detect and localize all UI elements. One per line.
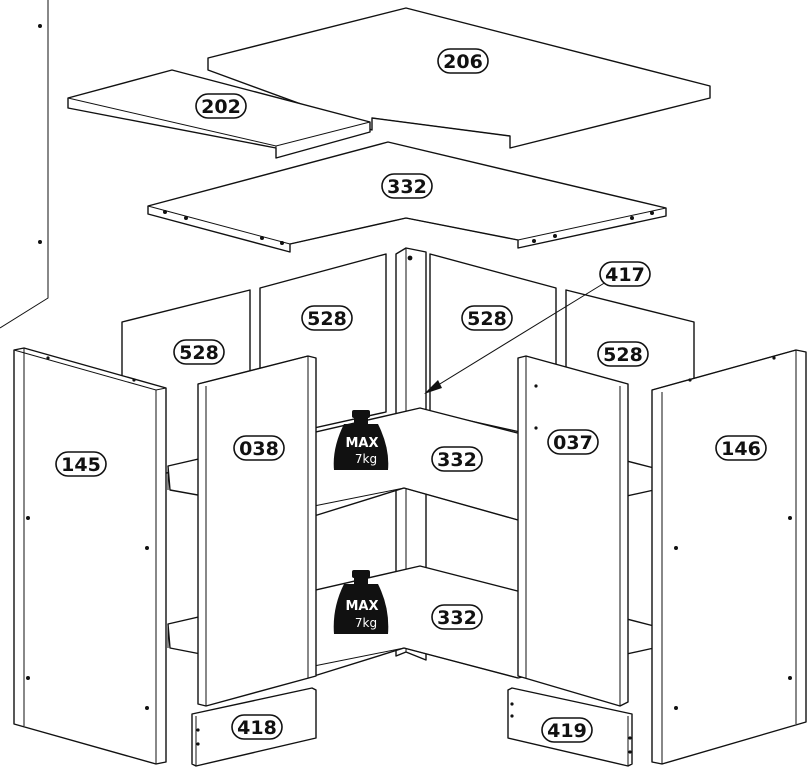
- weight-load-upper: 7kg: [355, 452, 377, 466]
- label-206: 206: [437, 48, 489, 74]
- svg-text:332: 332: [437, 449, 477, 471]
- label-202: 202: [195, 93, 247, 119]
- svg-text:417: 417: [605, 264, 645, 286]
- svg-text:332: 332: [437, 607, 477, 629]
- svg-text:332: 332: [387, 176, 427, 198]
- label-418: 418: [231, 714, 283, 740]
- svg-text:528: 528: [307, 308, 347, 330]
- weight-max-upper: MAX: [345, 436, 378, 451]
- label-417: 417: [599, 261, 651, 287]
- svg-text:145: 145: [61, 454, 101, 476]
- panel-038: [197, 355, 317, 707]
- label-332-top: 332: [381, 173, 433, 199]
- weight-icon: MAX 7kg: [333, 570, 389, 634]
- svg-text:528: 528: [179, 342, 219, 364]
- svg-text:202: 202: [201, 96, 241, 118]
- weight-icon: MAX 7kg: [333, 410, 389, 470]
- label-419: 419: [541, 717, 593, 743]
- svg-text:528: 528: [467, 308, 507, 330]
- label-332-mid: 332: [431, 446, 483, 472]
- label-037: 037: [547, 429, 599, 455]
- label-528-b: 528: [301, 305, 353, 331]
- svg-text:037: 037: [553, 432, 593, 454]
- weight-max-lower: MAX: [345, 599, 378, 614]
- weight-load-lower: 7kg: [355, 616, 377, 630]
- svg-text:419: 419: [547, 720, 587, 742]
- wall-left: [0, 0, 49, 329]
- panel-146: [651, 349, 807, 765]
- label-332-low: 332: [431, 604, 483, 630]
- label-038: 038: [233, 435, 285, 461]
- label-146: 146: [715, 435, 767, 461]
- svg-text:528: 528: [603, 344, 643, 366]
- label-528-a: 528: [173, 339, 225, 365]
- label-145: 145: [55, 451, 107, 477]
- svg-text:418: 418: [237, 717, 277, 739]
- label-528-d: 528: [597, 341, 649, 367]
- panel-037: [517, 355, 629, 707]
- dowel-417-pointer: [424, 281, 607, 394]
- label-528-c: 528: [461, 305, 513, 331]
- svg-text:146: 146: [721, 438, 761, 460]
- svg-text:038: 038: [239, 438, 279, 460]
- panel-145: [13, 347, 167, 765]
- svg-text:206: 206: [443, 51, 483, 73]
